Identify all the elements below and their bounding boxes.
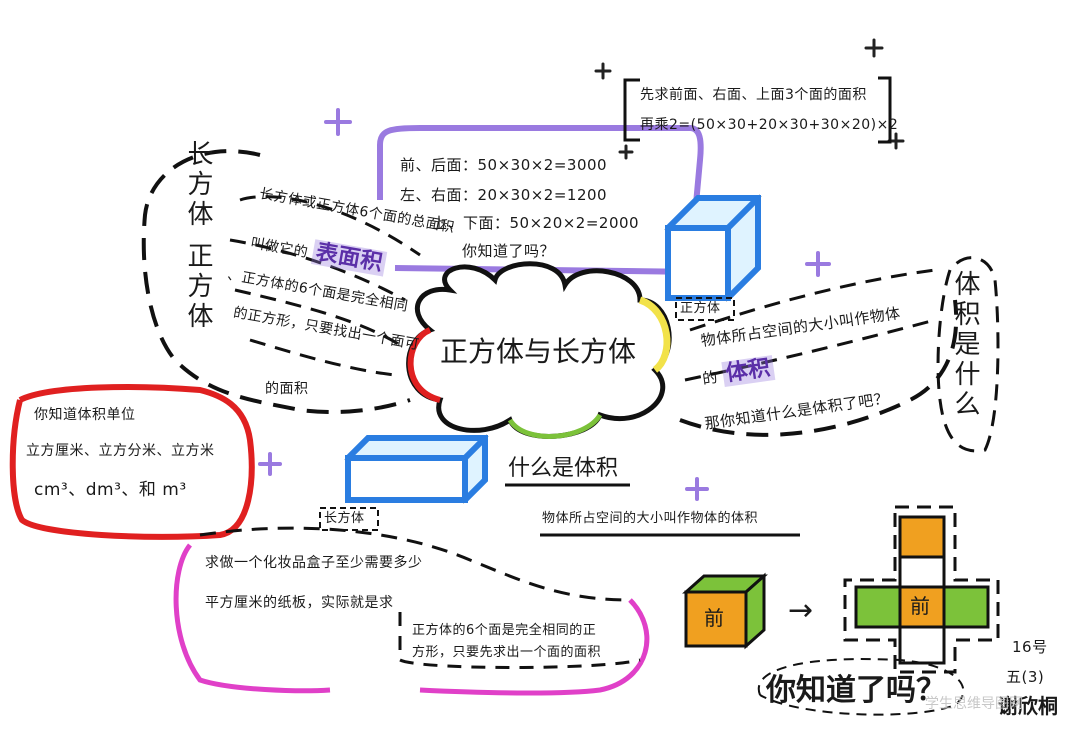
left-branch-outline (141, 149, 411, 414)
top-box-row-1: 前、后面：50×30×2=3000 (400, 156, 608, 174)
bottom-left-line-1: 求做一个化妆品盒子至少需要多少 (205, 555, 423, 571)
top-right-box-outline (623, 76, 892, 144)
orange-cube-front-label: 前 (704, 606, 724, 630)
right-branch-outline (679, 299, 959, 437)
footer-class: 五(3) (1006, 668, 1045, 686)
bottom-left-line-4: 方形，只要先求出一个面的面积 (412, 645, 602, 660)
footer-id: 16号 (1012, 638, 1048, 656)
watermark-text: 学生思维导图网 (925, 696, 1023, 712)
units-line-2: 立方厘米、立方分米、立方米 (26, 443, 215, 459)
footer-name: 谢欣桐 (998, 694, 1058, 718)
left-branch-heading-text: 长方体 正方体 (183, 140, 213, 333)
top-box-row-2: 左、右面：20×30×2=1200 (400, 186, 608, 204)
left-branch-line-5: 的面积 (265, 381, 309, 397)
bottom-left-box-outline (173, 543, 650, 696)
units-line-1: 你知道体积单位 (34, 407, 136, 423)
right-heading-outline (936, 256, 1000, 453)
volume-def-heading: 什么是体积 (508, 456, 619, 481)
bottom-left-line-2: 平方厘米的纸板，实际就是求 (205, 595, 394, 611)
center-title: 正方体与长方体 (440, 335, 637, 368)
cuboid-label: 长方体 (324, 511, 365, 526)
volume-def-line-1: 物体所占空间的大小叫作物体的体积 (542, 511, 759, 526)
cube-net-drawing (854, 515, 990, 665)
units-box-outline (9, 384, 255, 540)
cuboid-drawing (344, 434, 489, 504)
top-box-row-3: 上、下面：50×20×2=2000 (432, 214, 640, 232)
sparkle-icon (258, 108, 831, 501)
net-arrow: → (788, 593, 814, 628)
orange-cube-drawing (682, 572, 768, 650)
right-branch-line-2-prefix: 的 (701, 367, 720, 388)
units-line-3: cm³、dm³、和 m³ (34, 480, 187, 500)
left-branch-heading: 长方体 正方体 (183, 140, 215, 353)
bottom-left-line-3: 正方体的6个面是完全相同的正 (412, 623, 597, 638)
footer-question: 你知道了吗？ (766, 673, 946, 708)
cube-drawing (664, 194, 762, 302)
net-front-label: 前 (910, 594, 930, 618)
top-right-box-line-2: 再乘2=(50×30+20×30+30×20)×2 (640, 117, 899, 133)
top-right-box-line-1: 先求前面、右面、上面3个面的面积 (640, 87, 867, 103)
right-branch-heading: 体积是什么 (950, 270, 986, 448)
right-branch-heading-text: 体积是什么 (950, 270, 980, 420)
left-branch-inner (229, 195, 421, 377)
cube-label: 正方体 (680, 301, 721, 316)
top-box-row-4: 你知道了吗？ (462, 242, 556, 260)
top-box-outline (377, 125, 704, 271)
